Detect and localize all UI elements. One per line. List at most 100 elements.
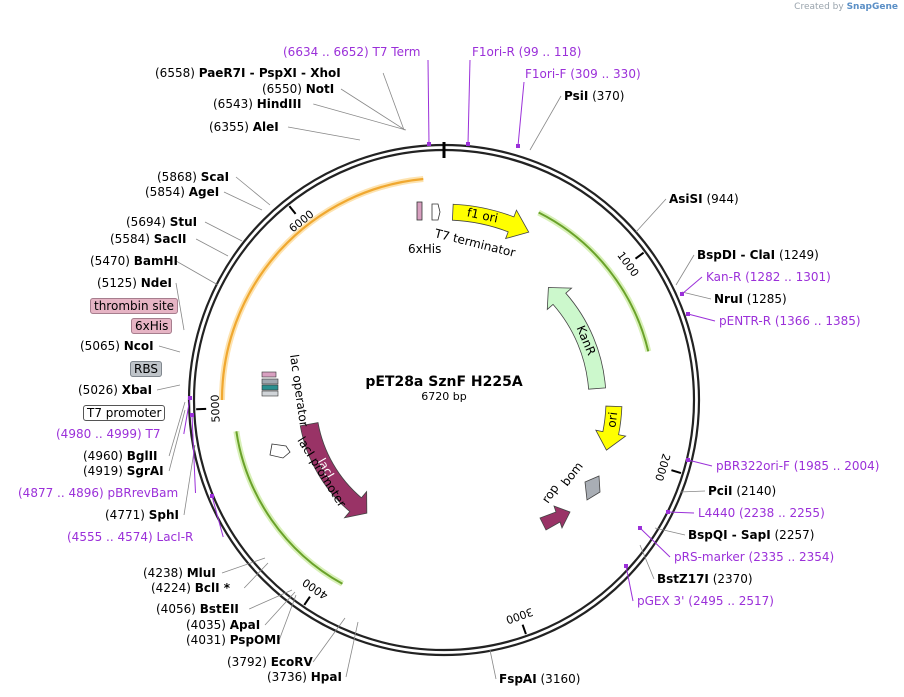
primer-name: pBRrevBam — [108, 486, 179, 500]
ori-arrow[interactable] — [595, 405, 627, 451]
site-name: XbaI — [122, 383, 152, 397]
restriction-site-4[interactable]: (5868) ScaI — [157, 170, 229, 184]
primer-marker-2 — [516, 144, 520, 148]
site-leader-12 — [168, 401, 186, 457]
site-name: HindIII — [257, 97, 302, 111]
site-position: (2257) — [771, 528, 815, 542]
site-name: SphI — [149, 508, 179, 522]
site-name: MluI — [187, 566, 216, 580]
primer-leader-11 — [211, 495, 224, 538]
restriction-site-28[interactable]: BstZ17I (2370) — [657, 572, 753, 586]
primer-name: L4440 — [698, 506, 735, 520]
primer-marker-0 — [427, 142, 431, 146]
restriction-site-8[interactable]: (5470) BamHI — [90, 254, 178, 268]
restriction-site-25[interactable]: NruI (1285) — [714, 292, 787, 306]
primer-marker-8 — [624, 564, 628, 568]
restriction-site-29[interactable]: FspAI (3160) — [499, 672, 580, 686]
site-leader-23 — [635, 198, 667, 233]
primer-marker-1 — [466, 142, 470, 146]
snapgene-credit: Created by SnapGene — [794, 2, 898, 12]
snapgene-logo: SnapGene — [846, 2, 898, 12]
restriction-site-5[interactable]: (5854) AgeI — [145, 185, 219, 199]
feature-label-t7-promoter[interactable]: T7 promoter — [83, 404, 166, 422]
site-position: (5868) — [157, 170, 201, 184]
primer-7[interactable]: pRS-marker (2335 .. 2354) — [674, 550, 834, 564]
restriction-site-27[interactable]: BspQI - SapI (2257) — [688, 528, 814, 542]
site-position: (4035) — [186, 618, 230, 632]
restriction-site-0[interactable]: (6558) PaeR7I - PspXI - XhoI — [155, 66, 341, 80]
restriction-site-10[interactable]: (5065) NcoI — [80, 339, 154, 353]
restriction-site-1[interactable]: (6550) NotI — [262, 82, 334, 96]
rop-arrow[interactable] — [539, 505, 571, 531]
site-position: (4960) — [83, 449, 127, 463]
primer-name: pGEX 3' — [637, 594, 684, 608]
restriction-site-3[interactable]: (6355) AleI — [209, 120, 279, 134]
site-leader-6 — [204, 221, 243, 242]
site-name: FspAI — [499, 672, 537, 686]
primer-marker-4 — [686, 312, 690, 316]
primer-5[interactable]: pBR322ori-F (1985 .. 2004) — [716, 459, 879, 473]
site-name: AleI — [253, 120, 279, 134]
restriction-site-19[interactable]: (4031) PspOMI — [186, 633, 281, 647]
laci-arrow[interactable] — [299, 422, 368, 519]
site-leader-16 — [243, 562, 269, 589]
site-position: (4919) — [83, 464, 127, 478]
restriction-site-16[interactable]: (4224) BclI * — [151, 581, 231, 595]
primer-9[interactable]: (4980 .. 4999) T7 — [56, 427, 160, 441]
restriction-site-2[interactable]: (6543) HindIII — [213, 97, 301, 111]
site-position: (6550) — [262, 82, 306, 96]
restriction-site-24[interactable]: BspDI - ClaI (1249) — [697, 248, 819, 262]
restriction-site-12[interactable]: (4960) BglII — [83, 449, 158, 463]
primer-2[interactable]: F1ori-F (309 .. 330) — [525, 67, 641, 81]
restriction-site-22[interactable]: PsiI (370) — [564, 89, 624, 103]
site-name: BclI * — [195, 581, 231, 595]
site-name: PciI — [708, 484, 733, 498]
primer-1[interactable]: F1ori-R (99 .. 118) — [472, 45, 581, 59]
site-position: (6543) — [213, 97, 257, 111]
plasmid-name: pET28a SznF H225A — [365, 374, 523, 390]
feature-label-rbs[interactable]: RBS — [130, 360, 162, 378]
restriction-site-23[interactable]: AsiSI (944) — [669, 192, 739, 206]
site-leader-4 — [235, 176, 271, 206]
primer-name: pENTR-R — [719, 314, 771, 328]
primer-3[interactable]: Kan-R (1282 .. 1301) — [706, 270, 831, 284]
restriction-site-21[interactable]: (3736) HpaI — [267, 670, 342, 684]
feature-label-thrombin[interactable]: thrombin site — [90, 297, 179, 315]
restriction-site-6[interactable]: (5694) StuI — [126, 215, 197, 229]
site-position: (4031) — [186, 633, 230, 647]
primer-4[interactable]: pENTR-R (1366 .. 1385) — [719, 314, 861, 328]
primer-name: F1ori-R — [472, 45, 515, 59]
restriction-site-15[interactable]: (4238) MluI — [143, 566, 216, 580]
restriction-site-18[interactable]: (4035) ApaI — [186, 618, 260, 632]
laci-promoter-glyph — [269, 443, 291, 459]
site-name: BspQI - SapI — [688, 528, 771, 542]
restriction-site-13[interactable]: (4919) SgrAI — [83, 464, 164, 478]
kanr-orf-arc — [538, 211, 650, 352]
site-name: BamHI — [134, 254, 178, 268]
t7-terminator-label: T7 terminator — [432, 226, 517, 260]
kanr-arrow[interactable] — [546, 287, 606, 390]
rop-label: rop — [539, 482, 562, 506]
restriction-site-7[interactable]: (5584) SacII — [110, 232, 187, 246]
primer-0[interactable]: (6634 .. 6652) T7 Term — [283, 45, 420, 59]
t7-promoter-glyph — [261, 390, 279, 397]
primer-6[interactable]: L4440 (2238 .. 2255) — [698, 506, 825, 520]
primer-10[interactable]: (4877 .. 4896) pBRrevBam — [18, 486, 178, 500]
feature-label-6xhis[interactable]: 6xHis — [131, 317, 173, 335]
primer-8[interactable]: pGEX 3' (2495 .. 2517) — [637, 594, 774, 608]
tick-mark-2000 — [671, 469, 682, 475]
restriction-site-26[interactable]: PciI (2140) — [708, 484, 776, 498]
primer-11[interactable]: (4555 .. 4574) LacI-R — [67, 530, 193, 544]
restriction-site-9[interactable]: (5125) NdeI — [97, 276, 172, 290]
kanr-orf-arc-highlight — [537, 209, 652, 353]
site-position: (3160) — [537, 672, 581, 686]
bom-block[interactable] — [584, 475, 601, 501]
restriction-site-17[interactable]: (4056) BstEII — [156, 602, 239, 616]
restriction-site-20[interactable]: (3792) EcoRV — [227, 655, 314, 669]
restriction-site-14[interactable]: (4771) SphI — [105, 508, 179, 522]
f1-ori-arrow[interactable] — [451, 203, 530, 240]
site-name: BstEII — [200, 602, 239, 616]
primer-range: (2335 .. 2354) — [745, 550, 835, 564]
site-position: (5694) — [126, 215, 170, 229]
restriction-site-11[interactable]: (5026) XbaI — [78, 383, 152, 397]
